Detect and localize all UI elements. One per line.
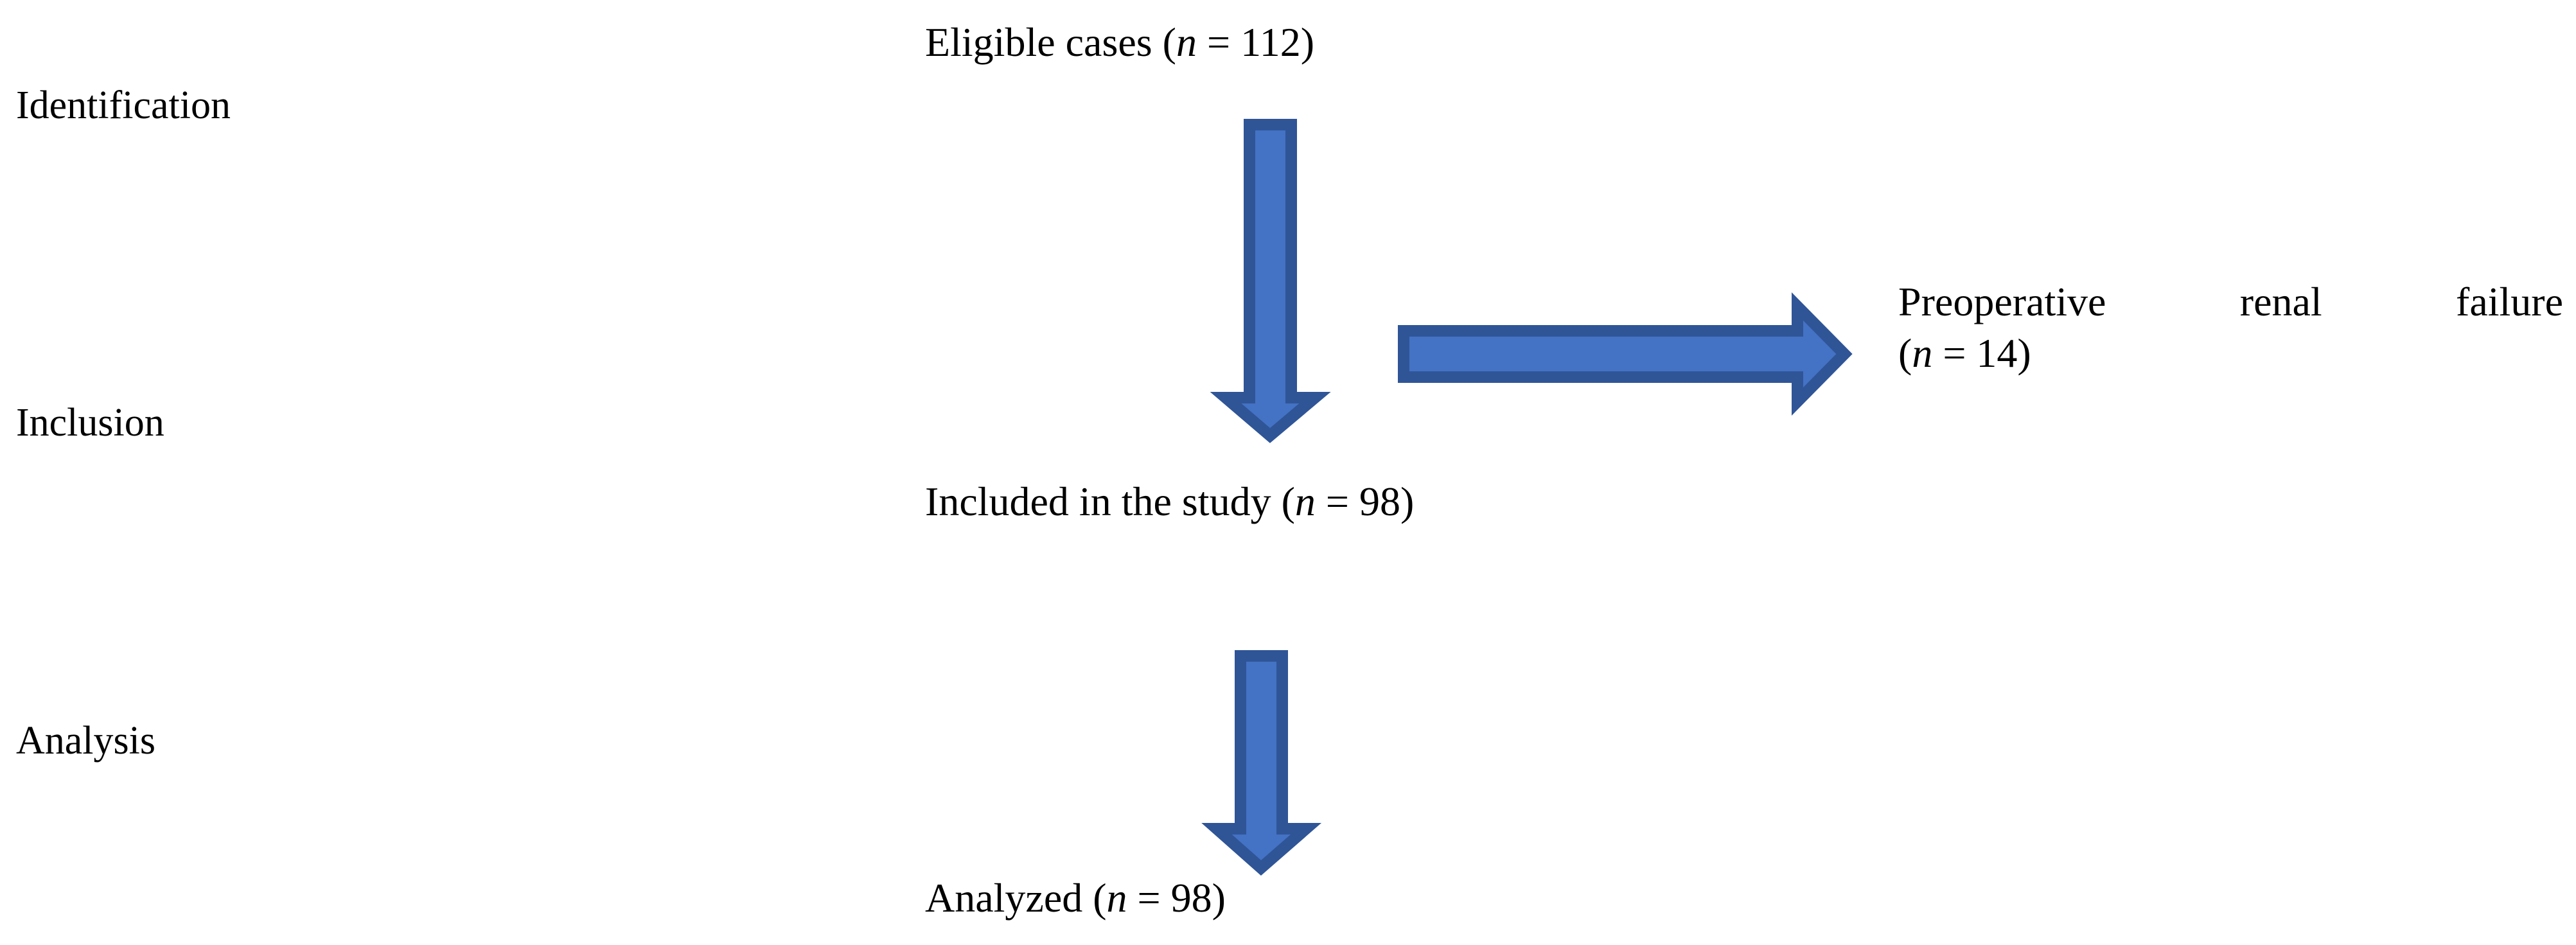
stage-label-analysis: Analysis xyxy=(16,719,155,763)
node-excluded-italic-n: n xyxy=(1912,330,1933,376)
node-analyzed-italic-n: n xyxy=(1106,875,1127,921)
stage-label-inclusion: Inclusion xyxy=(16,401,164,445)
arrow-down-eligible-to-included xyxy=(1210,119,1331,443)
node-excluded-line1: Preoperative renal failure xyxy=(1898,279,2563,324)
node-included-italic-n: n xyxy=(1294,479,1316,524)
node-analyzed-prefix: Analyzed ( xyxy=(925,875,1107,921)
node-eligible-cases: Eligible cases (n = 112) xyxy=(925,19,1314,66)
arrow-down-included-to-analyzed xyxy=(1201,650,1322,876)
node-excluded-suffix: = 14) xyxy=(1932,330,2031,376)
node-eligible-suffix: = 112) xyxy=(1196,19,1314,65)
node-included-suffix: = 98) xyxy=(1315,479,1415,524)
node-excluded-line2: (n = 14) xyxy=(1898,328,2563,379)
node-eligible-italic-n: n xyxy=(1176,19,1197,65)
arrow-right-to-exclusion xyxy=(1398,292,1853,416)
node-excluded-preoperative-renal-failure: Preoperative renal failure (n = 14) xyxy=(1898,276,2563,379)
node-analyzed: Analyzed (n = 98) xyxy=(925,875,1226,921)
node-included-prefix: Included in the study ( xyxy=(925,479,1295,524)
node-eligible-prefix: Eligible cases ( xyxy=(925,19,1176,65)
node-excluded-prefix: ( xyxy=(1898,330,1912,376)
node-analyzed-suffix: = 98) xyxy=(1127,875,1226,921)
stage-label-identification: Identification xyxy=(16,84,231,127)
node-included-in-study: Included in the study (n = 98) xyxy=(925,479,1414,525)
